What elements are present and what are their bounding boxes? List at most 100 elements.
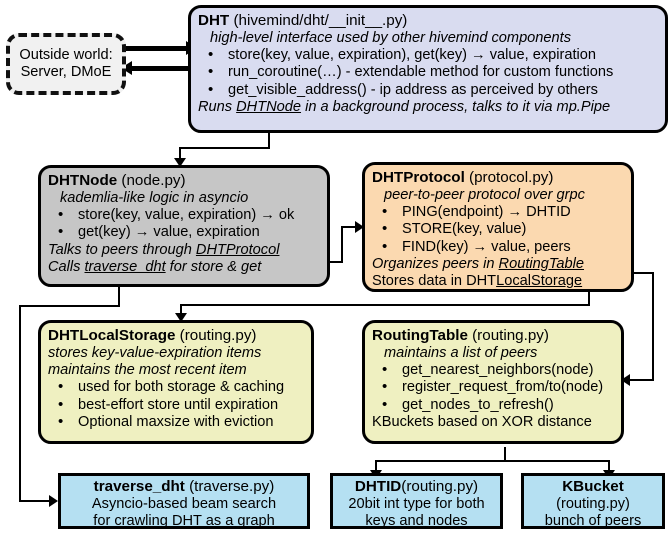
dhtprotocol-footer2: Stores data in DHTLocalStorage (372, 273, 624, 290)
dht-bullet-2: get_visible_address() - ip address as pe… (198, 81, 658, 99)
dhtprotocol-link-localstorage[interactable]: LocalStorage (496, 273, 583, 290)
connector-routingtable-h2 (630, 379, 654, 381)
dht-name: DHT (198, 12, 230, 29)
dhtnode-file: (node.py) (117, 172, 186, 189)
dhtnode-subtitle: kademlia-like logic in asyncio (60, 189, 249, 206)
dht-footer-pre: Runs (198, 98, 237, 115)
dhtid-line2: 20bit int type for both (348, 495, 485, 512)
connector-routing-kbucket-v (608, 460, 610, 472)
dht-file: (hivemind/dht/__init__.py) (229, 12, 408, 29)
outside-world-line2: Server, DMoE (20, 64, 112, 80)
traverse-dht-file: (traverse.py) (184, 478, 275, 495)
node-outside-world[interactable]: Outside world: Server, DMoE (6, 33, 126, 95)
dhtnode-title-row: DHTNode (node.py) (48, 172, 320, 190)
node-dhtnode[interactable]: DHTNode (node.py) kademlia-like logic in… (38, 165, 330, 287)
arrow-dhtnode-to-dhtprotocol (355, 221, 364, 233)
dht-bullet-0: store(key, value, expiration), get(key) … (198, 46, 658, 64)
routingtable-bullet-2: get_nodes_to_refresh() (372, 396, 614, 414)
dhtlocalstorage-name: DHTLocalStorage (48, 327, 176, 344)
connector-dhtnode-protocol-h2 (341, 226, 359, 228)
dht-subtitle: high-level interface used by other hivem… (210, 29, 571, 46)
connector-dht-dhtnode-v2 (179, 147, 181, 160)
kbucket-name: KBucket (562, 478, 624, 495)
connector-routing-split-v (504, 447, 506, 462)
dhtlocalstorage-subtitle1: stores key-value-expiration items (48, 344, 262, 361)
arrow-to-dhtlocalstorage (175, 313, 187, 322)
dhtprotocol-link-routingtable[interactable]: RoutingTable (498, 255, 585, 272)
dhtnode-link-traverse-dht[interactable]: traverse_dht (84, 258, 166, 275)
dhtlocalstorage-file: (routing.py) (175, 327, 257, 344)
kbucket-file: (routing.py) (556, 495, 630, 512)
dhtnode-link-dhtprotocol[interactable]: DHTProtocol (195, 241, 280, 258)
dhtlocalstorage-title-row: DHTLocalStorage (routing.py) (48, 327, 304, 345)
connector-routing-split-h (375, 460, 610, 462)
routingtable-bullet-1: register_request_from/to(node) (372, 378, 614, 396)
dhtprotocol-bullet-1: STORE(key, value) (372, 220, 624, 238)
dhtlocalstorage-bullet-1: best-effort store until expiration (48, 396, 304, 414)
connector-traverse-v1 (118, 283, 120, 307)
kbucket-name-row: KBucket (528, 478, 658, 496)
dhtprotocol-file: (protocol.py) (464, 169, 554, 186)
dhtid-title-row: DHTID(routing.py) (337, 478, 496, 496)
dhtprotocol-footer1-pre: Organizes peers in (372, 255, 499, 272)
routingtable-footer: KBuckets based on XOR distance (372, 413, 592, 430)
traverse-dht-name: traverse_dht (93, 478, 185, 495)
outside-world-line1: Outside world: (19, 46, 113, 63)
arrow-dht-to-outside (121, 61, 132, 75)
dhtnode-footer2: Calls traverse_dht for store & get (48, 259, 320, 276)
connector-traverse-v2 (19, 305, 21, 502)
routingtable-subtitle: maintains a list of peers (384, 344, 538, 361)
connector-dhtnode-protocol-v (341, 226, 343, 263)
connector-traverse-h1 (19, 305, 120, 307)
node-dhtprotocol[interactable]: DHTProtocol (protocol.py) peer-to-peer p… (362, 162, 634, 292)
dhtprotocol-title-row: DHTProtocol (protocol.py) (372, 169, 624, 187)
dhtnode-bullet-0: store(key, value, expiration) → ok (48, 206, 320, 224)
dhtlocalstorage-bullet-0: used for both storage & caching (48, 378, 304, 396)
dht-bullet-1: run_coroutine(…) - extendable method for… (198, 63, 658, 81)
connector-localstorage-v2 (180, 304, 182, 315)
dhtid-line3: keys and nodes (365, 513, 468, 530)
node-kbucket[interactable]: KBucket (routing.py) bunch of peers (521, 473, 665, 529)
routingtable-file: (routing.py) (467, 327, 549, 344)
routingtable-bullet-0: get_nearest_neighbors(node) (372, 361, 614, 379)
routingtable-name: RoutingTable (372, 327, 468, 344)
dhtprotocol-name: DHTProtocol (372, 169, 465, 186)
arrow-to-routingtable (621, 374, 630, 386)
traverse-dht-line3: for crawling DHT as a graph (93, 513, 275, 530)
dht-footer-post: in a background process, talks to it via… (301, 98, 611, 115)
dhtprotocol-bullet-0: PING(endpoint) → DHTID (372, 203, 624, 221)
dhtnode-footer1-pre: Talks to peers through (48, 241, 196, 258)
kbucket-line3: bunch of peers (544, 513, 642, 530)
arrow-to-traverse-dht (49, 495, 58, 507)
node-routingtable[interactable]: RoutingTable (routing.py) maintains a li… (362, 320, 624, 444)
dhtnode-footer1: Talks to peers through DHTProtocol (48, 242, 320, 259)
arrow-dht-to-dhtnode (174, 158, 186, 167)
connector-dht-dhtnode-h (179, 147, 270, 149)
connector-traverse-h2 (19, 500, 51, 502)
dhtnode-name: DHTNode (48, 172, 118, 189)
connector-outside-to-dht-line (126, 46, 188, 51)
dhtprotocol-bullet-2: FIND(key) → value, peers (372, 238, 624, 256)
dht-title-row: DHT (hivemind/dht/__init__.py) (198, 12, 658, 30)
node-dhtid[interactable]: DHTID(routing.py) 20bit int type for bot… (330, 473, 503, 529)
dhtnode-footer2-pre: Calls (48, 258, 85, 275)
traverse-dht-line2: Asyncio-based beam search (91, 495, 277, 512)
routingtable-title-row: RoutingTable (routing.py) (372, 327, 614, 345)
connector-localstorage-h1 (180, 304, 590, 306)
connector-dht-dhtnode-v1 (268, 119, 270, 149)
node-dhtlocalstorage[interactable]: DHTLocalStorage (routing.py) stores key-… (38, 320, 314, 444)
connector-routing-dhtid-v (375, 460, 377, 472)
dhtlocalstorage-subtitle2: maintains the most recent item (48, 362, 247, 379)
dhtnode-bullet-1: get(key) → value, expiration (48, 223, 320, 241)
dhtprotocol-footer1: Organizes peers in RoutingTable (372, 256, 624, 273)
node-dht[interactable]: DHT (hivemind/dht/__init__.py) high-leve… (188, 5, 668, 133)
traverse-dht-title-row: traverse_dht (traverse.py) (65, 478, 303, 496)
dhtid-file: (routing.py) (401, 478, 479, 495)
dhtprotocol-subtitle: peer-to-peer protocol over grpc (384, 186, 585, 203)
dhtprotocol-footer2-pre: Stores data in DHT (372, 273, 497, 290)
node-traverse-dht[interactable]: traverse_dht (traverse.py) Asyncio-based… (58, 473, 310, 529)
dht-footer-link-dhtnode[interactable]: DHTNode (236, 98, 302, 115)
dhtnode-footer2-post: for store & get (165, 258, 262, 275)
connector-localstorage-v1 (588, 290, 590, 306)
